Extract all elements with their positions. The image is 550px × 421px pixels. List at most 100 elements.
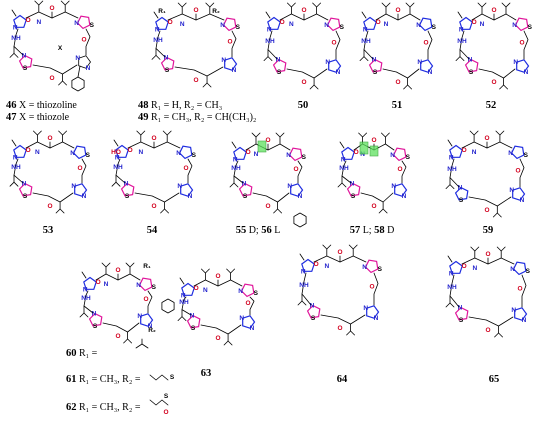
atom-label: O	[26, 17, 31, 24]
backbone-bond	[373, 272, 379, 306]
backbone-bond	[13, 158, 24, 184]
oxazoline-ring	[233, 146, 247, 160]
backbone-bond	[147, 290, 153, 314]
backbone-bond	[81, 158, 87, 184]
compound-label: 55 D; 56 L	[236, 225, 281, 236]
atom-label: O	[515, 167, 520, 174]
atom-label: S	[23, 65, 28, 72]
atom-label: O	[163, 409, 168, 416]
atom-label: O	[491, 7, 496, 14]
compound-descriptor: D	[385, 225, 395, 236]
sidechain-bond	[445, 184, 455, 190]
atom-label: N	[428, 69, 433, 76]
r2-substituent-bond	[149, 374, 169, 381]
atom-label: NH	[339, 165, 349, 172]
stereocenter-highlight	[359, 141, 369, 155]
sidechain-bond	[177, 2, 187, 8]
oxazole-ring	[516, 59, 530, 73]
atom-label: N	[188, 193, 193, 200]
atom-label: R₂	[148, 327, 156, 334]
compound-descriptor: D;	[246, 225, 261, 236]
sidechain-bond	[123, 338, 133, 344]
atom-label: N	[390, 152, 395, 159]
backbone-bond	[267, 30, 278, 60]
compound-label: 57 L; 58 D	[350, 225, 395, 236]
compound-descriptor: R₁ = CH₃, R₂ = CH(CH₃)₂	[149, 112, 257, 123]
methyl-bond	[179, 277, 185, 285]
thiazole-ring	[464, 58, 479, 73]
sidechain-bond	[58, 130, 67, 136]
atom-label: O	[49, 75, 54, 82]
atom-label: S	[432, 24, 437, 31]
atom-label: N	[350, 181, 355, 188]
backbone-bond	[233, 160, 244, 184]
atom-label: S	[351, 193, 356, 200]
sidechain-bond	[501, 2, 511, 8]
atom-label: S	[23, 193, 28, 200]
oxazoline-ring	[13, 144, 27, 158]
atom-label: N	[180, 21, 185, 28]
atom-label: O	[484, 135, 489, 142]
atom-label: S	[459, 317, 464, 324]
compound-number: 60	[66, 348, 77, 359]
sidechain-bond	[322, 244, 332, 250]
atom-label: O	[519, 39, 524, 46]
atom-label: N	[298, 193, 303, 200]
compound-label: 48 R₁ = H, R₂ = CH₃	[138, 100, 222, 111]
backbone-bond	[83, 290, 94, 314]
sidechain-bond	[346, 330, 355, 336]
atom-label: N	[232, 67, 237, 74]
atom-label: O	[77, 165, 82, 172]
thiazole-ring	[238, 182, 253, 197]
sidechain-bond	[492, 212, 502, 218]
backbone-bond	[115, 158, 126, 184]
oxazole-ring	[290, 183, 304, 197]
atom-label: S	[311, 315, 316, 322]
atom-label: N	[83, 286, 88, 293]
atom-label: X	[58, 45, 63, 52]
atom-label: N	[138, 149, 143, 156]
sidechain-bond	[380, 132, 390, 138]
atom-label: N	[176, 150, 181, 157]
atom-label: N	[511, 307, 516, 314]
atom-label: S	[191, 325, 196, 332]
atom-label: N	[239, 315, 244, 322]
compound-descriptor: R₁ = CH₃, R₂ =	[77, 402, 141, 413]
backbone-bond	[181, 296, 192, 316]
backbone-bond	[521, 274, 527, 308]
compound-number: 65	[489, 374, 500, 385]
atom-label: O	[376, 19, 381, 26]
atom-label: N	[82, 193, 87, 200]
atom-label: N	[324, 263, 329, 270]
atom-label: N	[276, 57, 281, 64]
atom-label: N	[510, 266, 515, 273]
sidechain-bond	[151, 55, 161, 60]
methyl-bond	[81, 271, 87, 279]
methyl-bond	[231, 141, 237, 149]
atom-label: O	[472, 19, 477, 26]
atom-label: S	[93, 323, 98, 330]
methyl-bond	[113, 139, 119, 147]
compound-descriptor: L	[272, 225, 281, 236]
thiazole-ring	[186, 314, 201, 329]
atom-label: N	[362, 264, 367, 271]
atom-label: O	[115, 267, 120, 274]
oxazole-ring	[420, 59, 434, 73]
atom-label: N	[13, 154, 18, 161]
atom-label: N	[181, 292, 186, 299]
atom-label: O	[245, 300, 250, 307]
atom-label: O	[395, 7, 400, 14]
atom-label: O	[462, 147, 467, 154]
compound-number: 49	[138, 112, 149, 123]
atom-label: N	[341, 156, 346, 163]
atom-label: S	[192, 152, 197, 159]
compound-descriptor: R₁ = CH₃, R₂ =	[77, 374, 141, 385]
atom-label: O	[395, 79, 400, 86]
compound-number: 55	[236, 225, 247, 236]
atom-label: N	[458, 305, 463, 312]
thiazole-ring	[288, 147, 303, 162]
